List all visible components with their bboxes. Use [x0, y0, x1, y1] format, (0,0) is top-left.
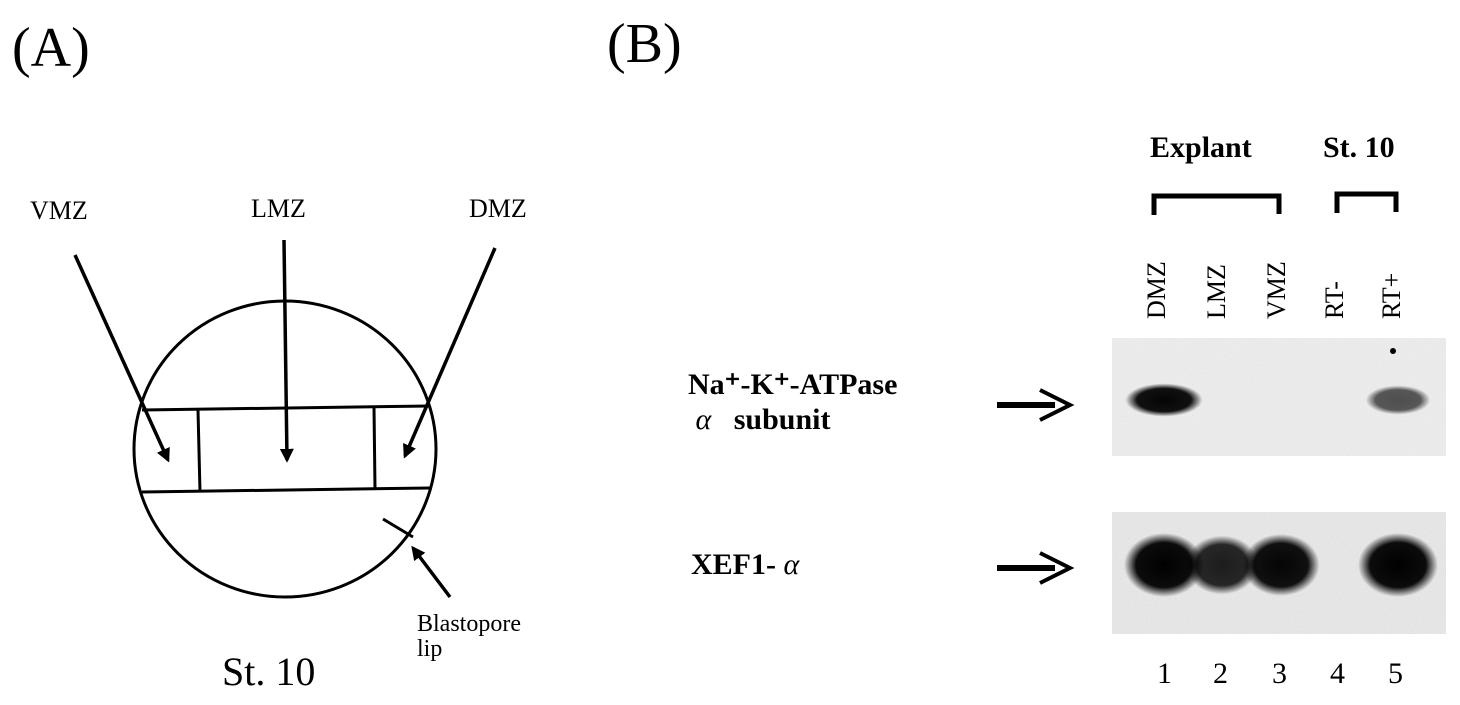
- band-row1-lane5: [1365, 385, 1431, 415]
- panel-b-label: (B): [607, 13, 682, 75]
- alpha-symbol: α: [783, 548, 800, 581]
- xef-name: XEF1-: [691, 548, 776, 581]
- vmz-arrow: [73, 254, 170, 463]
- lane-label-lmz: LMZ: [1202, 264, 1231, 319]
- band-divider-right: [372, 406, 377, 490]
- st10-bracket: [1334, 191, 1399, 213]
- row-arrow-atpase: [997, 388, 1075, 422]
- lip-text: lip: [417, 636, 443, 663]
- atpase-subunit: α subunit: [688, 403, 897, 438]
- lmz-arrow: [279, 239, 294, 463]
- lane-label-vmz: VMZ: [1262, 261, 1291, 319]
- band-row1-lane1: [1125, 383, 1203, 417]
- blastopore-arrow: [411, 545, 452, 599]
- group-label-explant: Explant: [1150, 131, 1252, 164]
- blastopore-tick: [382, 517, 414, 539]
- dmz-label: DMZ: [469, 194, 527, 223]
- lane-number-3: 3: [1272, 657, 1287, 690]
- band-row2-lane3: [1242, 534, 1320, 596]
- band-bottom-line: [141, 486, 431, 494]
- blastopore-lip-label: Blastopore lip: [417, 611, 521, 663]
- row-label-atpase: Na⁺-K⁺-ATPase α subunit: [688, 368, 897, 437]
- band-row2-lane1: [1124, 533, 1204, 597]
- lmz-label: LMZ: [251, 194, 306, 223]
- blot-speck: [1390, 348, 1396, 354]
- lane-label-rt-plus: RT+: [1377, 272, 1406, 319]
- alpha-symbol: α: [695, 402, 712, 436]
- atpase-name: Na⁺-K⁺-ATPase: [688, 368, 898, 401]
- lane-number-2: 2: [1213, 657, 1228, 690]
- lane-number-4: 4: [1330, 657, 1345, 690]
- lane-label-rt-minus: RT-: [1320, 281, 1349, 319]
- band-divider-left: [196, 409, 202, 493]
- stage-label: St. 10: [222, 649, 316, 694]
- row-label-xef1a: XEF1- α: [691, 548, 799, 583]
- blastopore-text: Blastopore: [417, 611, 521, 637]
- row-arrow-xef: [997, 551, 1075, 585]
- group-label-st10: St. 10: [1323, 131, 1395, 164]
- band-row2-lane2: [1185, 535, 1259, 595]
- lane-number-5: 5: [1388, 657, 1403, 690]
- dmz-arrow: [403, 247, 497, 459]
- band-row2-lane5: [1358, 533, 1438, 597]
- vmz-label: VMZ: [30, 196, 88, 225]
- lane-label-dmz: DMZ: [1142, 261, 1171, 319]
- subunit-text: subunit: [733, 402, 831, 436]
- lane-number-1: 1: [1157, 657, 1172, 690]
- panel-a-label: (A): [12, 17, 90, 79]
- explant-bracket: [1151, 193, 1282, 215]
